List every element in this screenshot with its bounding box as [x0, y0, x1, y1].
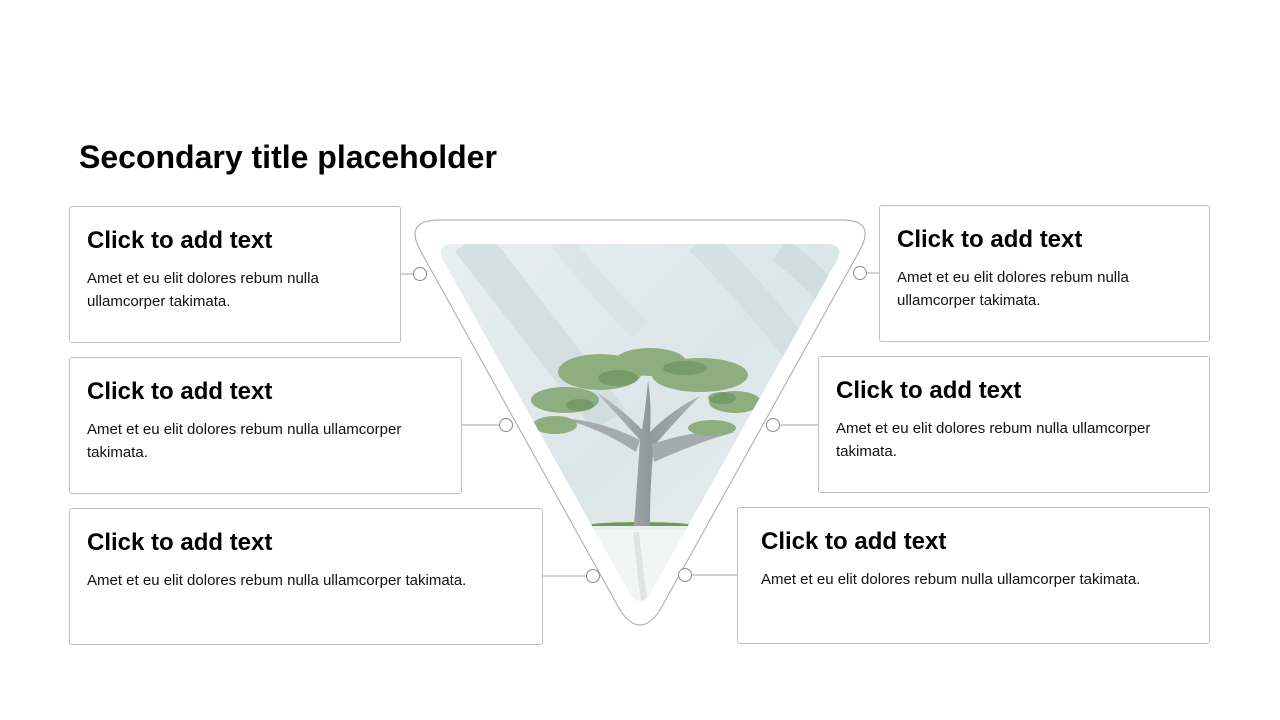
- card-body-text[interactable]: Amet et eu elit dolores rebum nulla ulla…: [87, 270, 319, 310]
- text-card-right-top[interactable]: Click to add text Amet et eu elit dolore…: [879, 205, 1210, 342]
- card-heading[interactable]: Click to add text: [87, 227, 273, 254]
- card-body-text[interactable]: Amet et eu elit dolores rebum nulla ulla…: [87, 572, 467, 589]
- card-body-text[interactable]: Amet et eu elit dolores rebum nulla ulla…: [836, 420, 1151, 460]
- card-heading[interactable]: Click to add text: [87, 529, 273, 556]
- card-heading[interactable]: Click to add text: [836, 377, 1022, 404]
- text-card-right-bottom[interactable]: Click to add text Amet et eu elit dolore…: [737, 507, 1210, 644]
- card-heading[interactable]: Click to add text: [897, 226, 1083, 253]
- card-body-text[interactable]: Amet et eu elit dolores rebum nulla ulla…: [761, 571, 1141, 588]
- card-heading[interactable]: Click to add text: [761, 528, 947, 555]
- connector-dots: [413, 266, 867, 583]
- text-card-left-bottom[interactable]: Click to add text Amet et eu elit dolore…: [69, 508, 543, 645]
- connector-lines: [401, 272, 879, 577]
- slide-title[interactable]: Secondary title placeholder: [79, 139, 497, 175]
- card-body-text[interactable]: Amet et eu elit dolores rebum nulla ulla…: [87, 421, 402, 461]
- text-card-left-top[interactable]: Click to add text Amet et eu elit dolore…: [69, 206, 401, 343]
- text-card-right-middle[interactable]: Click to add text Amet et eu elit dolore…: [818, 356, 1210, 493]
- text-card-left-middle[interactable]: Click to add text Amet et eu elit dolore…: [69, 357, 462, 494]
- card-heading[interactable]: Click to add text: [87, 378, 273, 405]
- card-body-text[interactable]: Amet et eu elit dolores rebum nulla ulla…: [897, 269, 1129, 309]
